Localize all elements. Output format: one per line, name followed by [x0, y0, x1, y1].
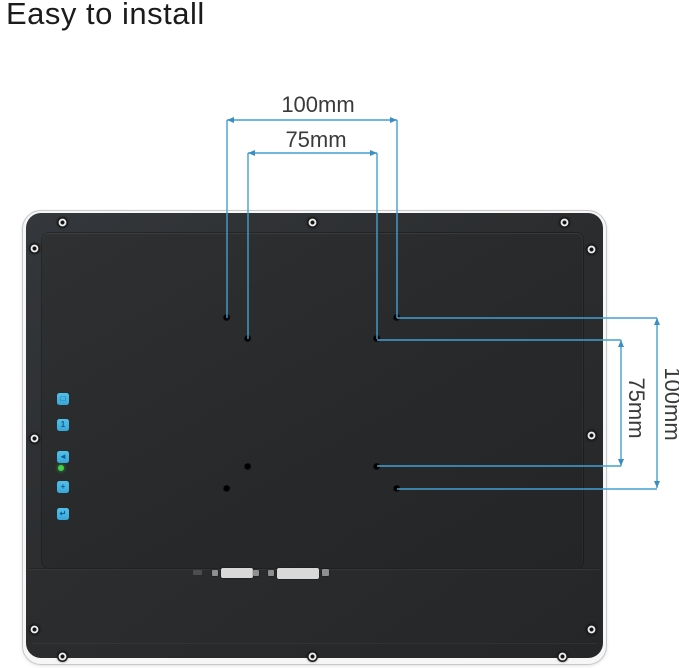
port-screw-post: [268, 570, 274, 576]
vesa-hole-100-top-left: [223, 314, 231, 322]
screw-icon: [29, 624, 40, 635]
screw-icon: [307, 217, 318, 228]
screw-icon: [586, 244, 597, 255]
panel-seam-lower: [32, 643, 597, 644]
plus-button: +: [57, 481, 69, 493]
screw-icon: [557, 651, 568, 662]
vesa-hole-75-top-right: [373, 335, 381, 343]
vesa-hole-100-bottom-left: [223, 485, 231, 493]
dimension-label-75mm-side: 75mm: [624, 377, 649, 439]
vesa-hole-100-bottom-right: [393, 485, 401, 493]
menu-button: □: [57, 393, 69, 405]
screw-icon: [57, 217, 68, 228]
power-led: [58, 465, 64, 471]
monitor-back-panel: □ 1 ◄ + ↵: [22, 210, 607, 665]
vesa-hole-75-bottom-right: [373, 463, 381, 471]
vesa-hole-75-top-left: [244, 335, 252, 343]
vesa-mount-area: [42, 233, 583, 568]
port-screw-post: [322, 569, 329, 576]
vesa-hole-100-top-right: [393, 314, 401, 322]
dimension-label-100mm-side: 100mm: [660, 367, 679, 441]
vesa-hole-75-bottom-left: [244, 463, 252, 471]
port-screw-post: [212, 570, 218, 576]
screw-icon: [586, 624, 597, 635]
screw-icon: [586, 430, 597, 441]
page-title: Easy to install: [6, 0, 205, 31]
left-button: ◄: [57, 451, 69, 463]
port-screw-post: [253, 570, 259, 576]
dvi-port: [221, 568, 253, 578]
input-button: 1: [57, 419, 69, 431]
dimension-label-100mm-top: 100mm: [281, 92, 355, 117]
screw-icon: [57, 651, 68, 662]
screw-icon: [29, 243, 40, 254]
port-nub: [193, 570, 202, 575]
screw-icon: [559, 217, 570, 228]
screw-icon: [307, 651, 318, 662]
exit-button: ↵: [57, 508, 69, 520]
screw-icon: [29, 433, 40, 444]
vga-port: [277, 568, 319, 579]
dimension-label-75mm-top: 75mm: [285, 127, 347, 152]
monitor-body: □ 1 ◄ + ↵: [26, 213, 603, 662]
